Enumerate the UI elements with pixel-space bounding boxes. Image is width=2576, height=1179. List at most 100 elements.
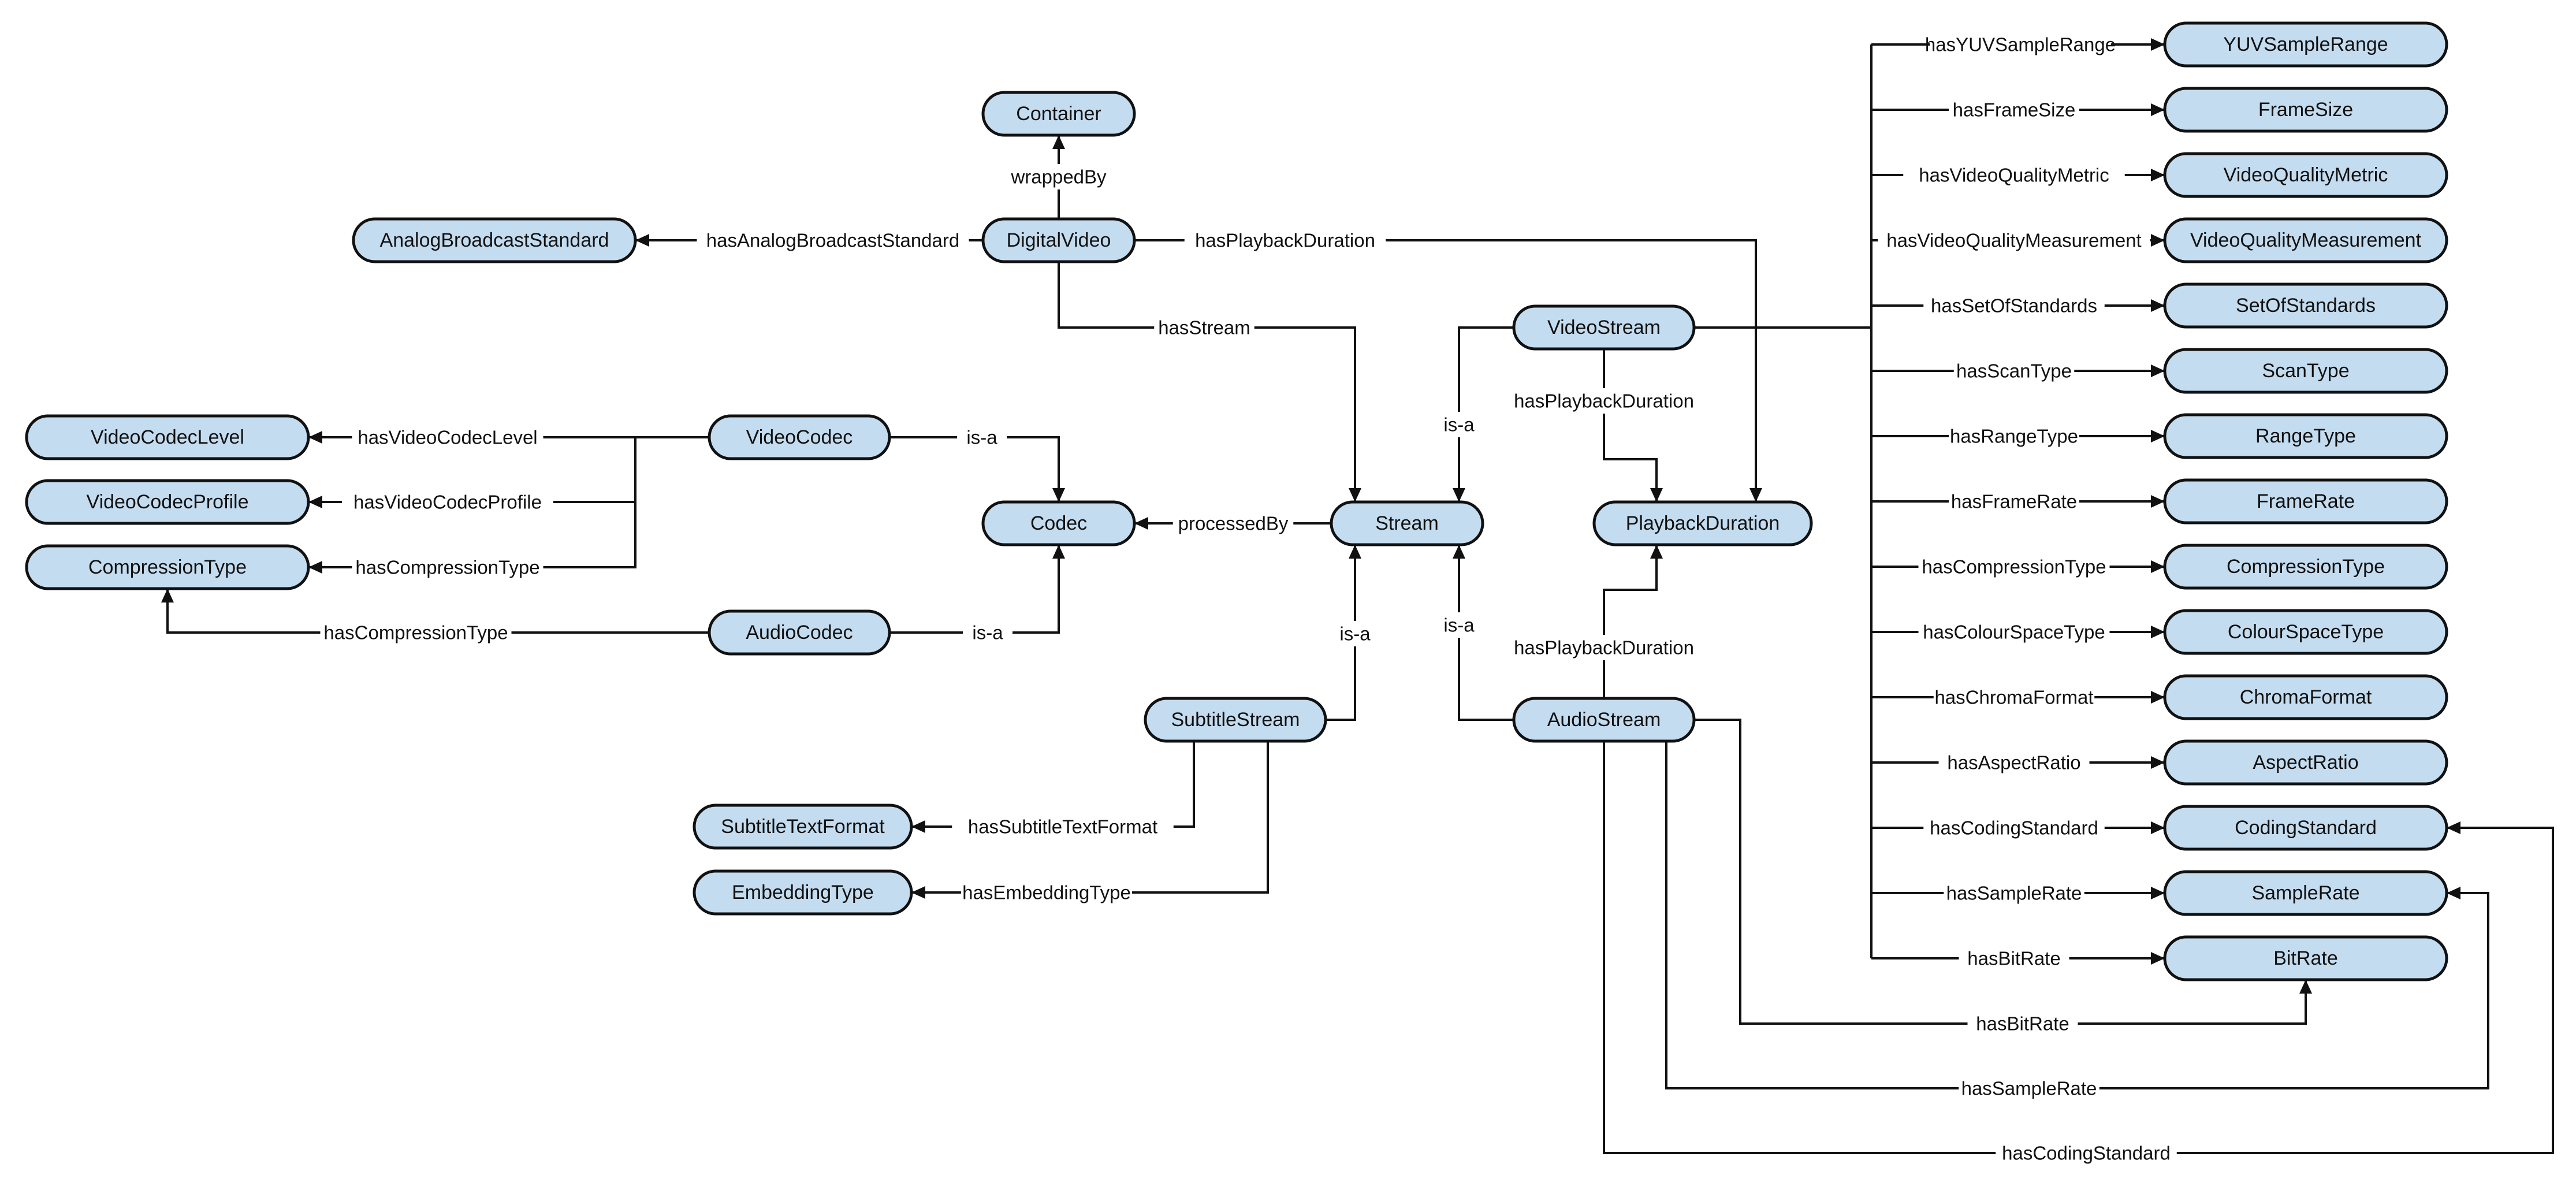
node-label-subtitle-text-format: SubtitleTextFormat	[721, 816, 885, 838]
edge-wrapped-by: wrappedBy	[1008, 135, 1109, 219]
node-shape-colour-space-type	[2163, 609, 2448, 655]
node-video-codec-level[interactable]: VideoCodecLevel	[25, 414, 310, 460]
edge-label-has-video-quality-measurement: hasVideoQualityMeasurement	[1886, 230, 2141, 251]
node-range-type[interactable]: RangeType	[2163, 413, 2448, 459]
node-aspect-ratio[interactable]: AspectRatio	[2163, 739, 2448, 786]
node-label-video-stream: VideoStream	[1547, 317, 1661, 339]
node-codec[interactable]: Codec	[981, 500, 1136, 546]
edge-vs-has-bit-rate: hasBitRate	[1871, 946, 2165, 971]
node-label-container: Container	[1016, 103, 1101, 125]
edge-label-has-subtitle-text-format: hasSubtitleTextFormat	[968, 816, 1157, 838]
node-bit-rate[interactable]: BitRate	[2163, 935, 2448, 981]
node-yuv-sample-range[interactable]: YUVSampleRange	[2163, 21, 2448, 68]
edge-label-has-video-quality-metric: hasVideoQualityMetric	[1919, 165, 2109, 186]
edge-audio-stream-is-a: is-a	[1434, 545, 1514, 721]
node-sample-rate[interactable]: SampleRate	[2163, 870, 2448, 916]
node-set-of-standards[interactable]: SetOfStandards	[2163, 282, 2448, 329]
edge-has-range-type: hasRangeType	[1871, 423, 2165, 449]
node-shape-embedding-type	[693, 869, 913, 916]
node-video-codec[interactable]: VideoCodec	[708, 414, 891, 460]
node-shape-video-stream	[1512, 304, 1696, 351]
node-chroma-format[interactable]: ChromaFormat	[2163, 674, 2448, 720]
edge-has-stream: hasStream	[1058, 262, 1361, 502]
edge-label-audio-codec-is-a: is-a	[972, 622, 1003, 644]
edge-label-dv-has-playback-duration: hasPlaybackDuration	[1195, 230, 1375, 251]
node-container[interactable]: Container	[981, 91, 1136, 137]
node-label-yuv-sample-range: YUVSampleRange	[2223, 34, 2388, 55]
node-audio-codec[interactable]: AudioCodec	[708, 609, 891, 656]
node-compression-type-left[interactable]: CompressionType	[25, 544, 310, 590]
node-analog-broadcast-standard[interactable]: AnalogBroadcastStandard	[352, 217, 637, 263]
node-shape-aspect-ratio	[2163, 739, 2448, 786]
edge-label-vs-has-bit-rate: hasBitRate	[1967, 948, 2060, 969]
node-frame-size[interactable]: FrameSize	[2163, 87, 2448, 133]
node-video-quality-metric[interactable]: VideoQualityMetric	[2163, 152, 2448, 198]
edge-has-video-quality-metric: hasVideoQualityMetric	[1871, 162, 2165, 188]
edge-line-as-has-coding-standard	[1603, 741, 2554, 1154]
node-video-quality-measurement[interactable]: VideoQualityMeasurement	[2163, 217, 2448, 263]
edge-label-has-set-of-standards: hasSetOfStandards	[1931, 295, 2097, 317]
edge-has-video-codec-profile: hasVideoCodecProfile	[308, 437, 636, 515]
edge-as-has-playback-duration: hasPlaybackDuration	[1503, 545, 1705, 698]
edge-has-chroma-format: hasChromaFormat	[1871, 685, 2165, 710]
edge-label-has-aspect-ratio: hasAspectRatio	[1947, 752, 2080, 773]
edge-has-analog-broadcast-standard: hasAnalogBroadcastStandard	[635, 228, 983, 253]
edge-video-stream-is-a: is-a	[1434, 326, 1514, 502]
node-label-set-of-standards: SetOfStandards	[2236, 295, 2376, 317]
edge-line-audio-codec-is-a	[889, 545, 1060, 634]
node-label-coding-standard: CodingStandard	[2235, 817, 2377, 839]
edge-has-frame-size: hasFrameSize	[1871, 97, 2165, 122]
node-label-video-codec-level: VideoCodecLevel	[91, 426, 244, 448]
node-label-audio-codec: AudioCodec	[746, 622, 853, 644]
edge-has-scan-type: hasScanType	[1871, 358, 2165, 384]
node-audio-stream[interactable]: AudioStream	[1512, 697, 1696, 743]
edge-as-has-coding-standard: hasCodingStandard	[1603, 741, 2554, 1166]
node-shape-codec	[981, 500, 1136, 546]
node-video-codec-profile[interactable]: VideoCodecProfile	[25, 479, 310, 525]
node-label-chroma-format: ChromaFormat	[2240, 686, 2372, 708]
node-label-compression-type-right: CompressionType	[2227, 556, 2385, 578]
node-scan-type[interactable]: ScanType	[2163, 348, 2448, 394]
edge-vs-has-sample-rate: hasSampleRate	[1871, 880, 2165, 906]
node-subtitle-text-format[interactable]: SubtitleTextFormat	[693, 804, 913, 850]
edge-label-as-has-bit-rate: hasBitRate	[1976, 1013, 2069, 1035]
edge-label-wrapped-by: wrappedBy	[1010, 166, 1107, 188]
node-shape-bit-rate	[2163, 935, 2448, 981]
node-label-sample-rate: SampleRate	[2251, 882, 2359, 904]
edge-label-has-range-type: hasRangeType	[1950, 426, 2078, 447]
node-shape-video-quality-metric	[2163, 152, 2448, 198]
edge-line-as-has-playback-duration	[1603, 545, 1658, 698]
node-shape-yuv-sample-range	[2163, 21, 2448, 68]
edge-label-vs-has-playback-duration: hasPlaybackDuration	[1514, 390, 1694, 412]
edge-video-codec-is-a: is-a	[889, 425, 1065, 502]
edge-line-audio-stream-is-a	[1458, 545, 1514, 721]
edge-processed-by: processedBy	[1134, 511, 1331, 536]
node-shape-container	[981, 91, 1136, 137]
node-frame-rate[interactable]: FrameRate	[2163, 478, 2448, 525]
edge-has-set-of-standards: hasSetOfStandards	[1871, 293, 2165, 318]
node-subtitle-stream[interactable]: SubtitleStream	[1144, 697, 1327, 743]
node-label-playback-duration: PlaybackDuration	[1626, 512, 1780, 534]
edge-has-colour-space-type: hasColourSpaceType	[1871, 619, 2165, 645]
node-label-digital-video: DigitalVideo	[1007, 229, 1111, 251]
edge-label-audio-stream-is-a: is-a	[1443, 615, 1475, 636]
node-shape-range-type	[2163, 413, 2448, 459]
node-video-stream[interactable]: VideoStream	[1512, 304, 1696, 351]
node-playback-duration[interactable]: PlaybackDuration	[1592, 500, 1813, 546]
node-coding-standard[interactable]: CodingStandard	[2163, 805, 2448, 851]
edge-label-has-frame-rate: hasFrameRate	[1951, 491, 2077, 512]
node-digital-video[interactable]: DigitalVideo	[981, 217, 1136, 263]
node-label-subtitle-stream: SubtitleStream	[1171, 709, 1300, 731]
node-shape-sample-rate	[2163, 870, 2448, 916]
node-label-compression-type-left: CompressionType	[88, 556, 247, 578]
edge-label-as-has-coding-standard: hasCodingStandard	[2002, 1143, 2171, 1164]
edge-has-embedding-type: hasEmbeddingType	[911, 741, 1269, 905]
node-shape-analog-broadcast-standard	[352, 217, 637, 263]
node-colour-space-type[interactable]: ColourSpaceType	[2163, 609, 2448, 655]
node-label-codec: Codec	[1030, 512, 1087, 534]
node-compression-type-right[interactable]: CompressionType	[2163, 544, 2448, 590]
node-stream[interactable]: Stream	[1330, 500, 1484, 546]
node-embedding-type[interactable]: EmbeddingType	[693, 869, 913, 916]
edge-label-has-chroma-format: hasChromaFormat	[1934, 687, 2093, 708]
